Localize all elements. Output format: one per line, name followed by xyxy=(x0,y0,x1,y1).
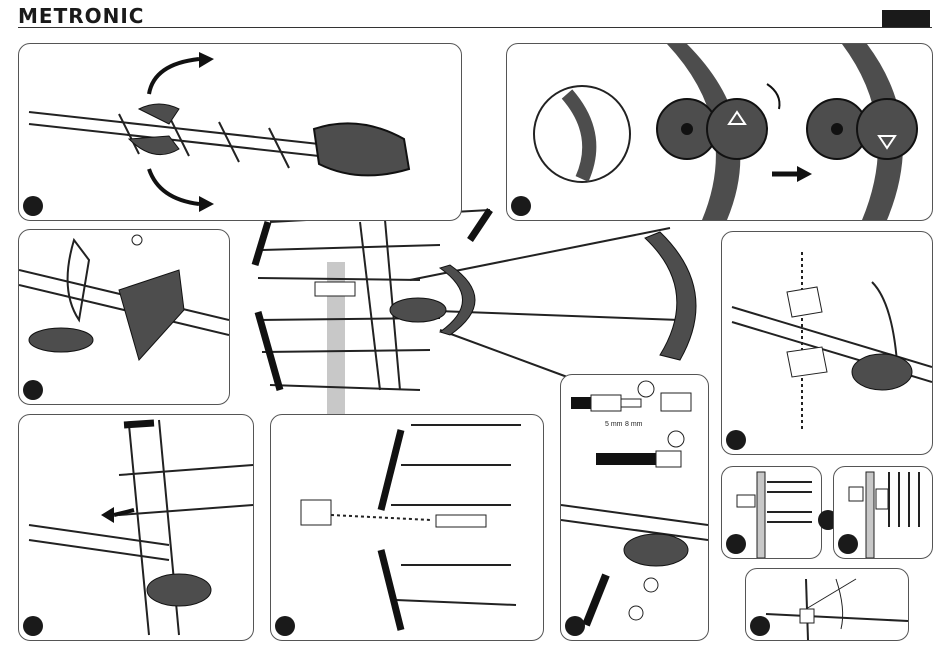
rotate-elements-illustration xyxy=(19,44,461,220)
mount-bracket-illustration xyxy=(19,230,229,404)
step-3-number xyxy=(23,380,43,400)
strip-length-8mm: 8 mm xyxy=(625,421,643,428)
step-10-number xyxy=(750,616,770,636)
page-tab xyxy=(882,10,930,27)
step-3-panel xyxy=(18,229,230,405)
step-6-panel xyxy=(270,414,544,641)
step-8-number xyxy=(726,534,746,554)
step-8-panel xyxy=(721,466,822,559)
step-4-panel xyxy=(721,231,933,455)
slide-reflector-illustration xyxy=(19,415,253,640)
step-9-number xyxy=(838,534,858,554)
step-6-number xyxy=(275,616,295,636)
step-1-number xyxy=(23,196,43,216)
step-1-panel xyxy=(18,43,462,221)
cable-connection-illustration xyxy=(561,375,708,640)
header-rule xyxy=(18,27,932,28)
brand-logo: METRONIC xyxy=(18,4,144,28)
step-7-number xyxy=(565,616,585,636)
step-2-panel xyxy=(506,43,933,221)
step-5-number xyxy=(23,616,43,636)
connector-attach-illustration xyxy=(271,415,543,640)
step-10-panel xyxy=(745,568,909,641)
step-4-number xyxy=(726,430,746,450)
step-5-panel xyxy=(18,414,254,641)
bracket-assembly-illustration xyxy=(722,232,932,454)
step-2-number xyxy=(511,196,531,216)
lock-dial-illustration xyxy=(507,44,932,220)
step-7-panel: 5 mm 8 mm xyxy=(560,374,709,641)
step-9-panel xyxy=(833,466,933,559)
tilt-adjust-illustration xyxy=(746,569,908,640)
strip-length-5mm: 5 mm xyxy=(605,421,623,428)
